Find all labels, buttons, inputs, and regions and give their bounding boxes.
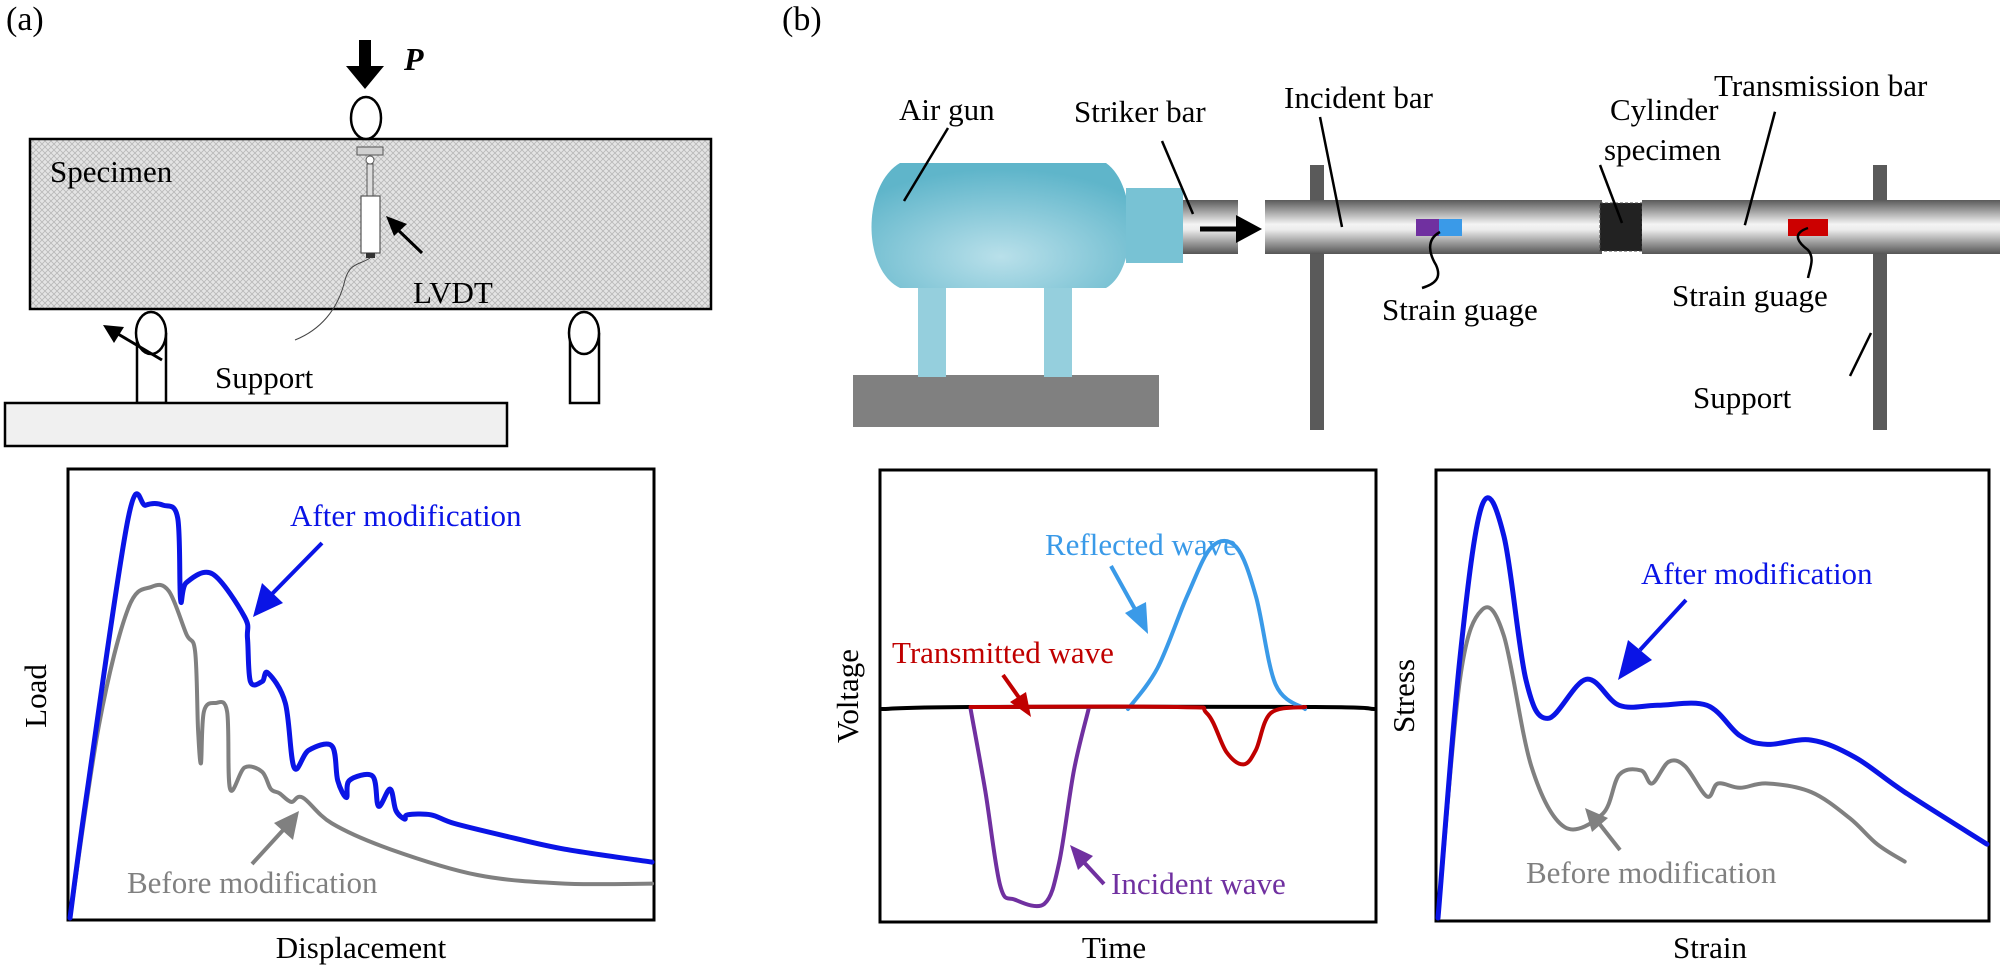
air-gun-leg	[1044, 285, 1072, 377]
annotation-before: Before modification	[1526, 855, 1777, 890]
arrow-after-icon	[1618, 640, 1652, 680]
load-symbol: P	[403, 41, 424, 77]
annotation-reflected: Reflected wave	[1045, 527, 1237, 562]
right-support	[567, 310, 601, 405]
arrow-before-icon	[1585, 808, 1608, 832]
arrow-reflected-icon	[1125, 602, 1148, 634]
lvdt-arrow-icon	[386, 216, 407, 236]
load-displacement-chart: Displacement Load After modification Bef…	[18, 467, 656, 965]
air-gun-body	[871, 163, 1130, 288]
y-axis-label: Stress	[1386, 659, 1421, 733]
series-line-incident-wave	[968, 707, 1091, 909]
chart-frame	[878, 468, 1378, 924]
air-gun-nozzle	[1126, 188, 1183, 263]
base-platform	[3, 401, 509, 448]
air-gun-leg	[918, 285, 946, 377]
support-label-b: Support	[1693, 380, 1792, 415]
y-axis-label: Load	[18, 664, 53, 728]
support-arrow-icon	[103, 325, 124, 343]
chart-frame	[1434, 468, 1991, 923]
lvdt-label: LVDT	[413, 275, 493, 310]
shpb-setup: Air gun Striker bar Incident bar Strain …	[853, 68, 2000, 430]
voltage-time-chart: Time Voltage Reflected wave Transmitted …	[830, 468, 1378, 965]
stress-strain-chart: Strain Stress After modification Before …	[1386, 468, 1991, 965]
cylinder-specimen	[1599, 202, 1643, 252]
lvdt-sensor	[294, 146, 384, 341]
left-support	[134, 310, 168, 405]
series-line-after-modification	[1435, 495, 1990, 921]
annotation-before: Before modification	[127, 865, 378, 900]
transmission-strain-gauge	[1788, 219, 1828, 236]
y-axis-label: Voltage	[830, 649, 865, 743]
air-gun-label: Air gun	[899, 92, 995, 127]
incident-strain-gauge	[1416, 219, 1439, 236]
series-line-reflected-wave	[1126, 538, 1308, 711]
annotation-after: After modification	[290, 498, 522, 533]
annotation-after: After modification	[1641, 556, 1873, 591]
support-label: Support	[215, 360, 314, 395]
loading-roller	[349, 95, 383, 141]
arrow-transmitted-icon	[1010, 692, 1031, 717]
panel-a-label: (a)	[6, 1, 44, 38]
incident-bar-label: Incident bar	[1284, 80, 1434, 115]
load-arrow-icon	[346, 40, 384, 89]
incident-gauge-label: Strain guage	[1382, 292, 1538, 327]
series-line-before-modification	[1436, 605, 1907, 920]
transmission-gauge-label: Strain guage	[1672, 278, 1828, 313]
x-axis-label: Displacement	[276, 930, 447, 965]
impact-arrow-icon	[1236, 215, 1262, 243]
series-line-after-modification	[67, 491, 655, 921]
x-axis-label: Time	[1082, 930, 1146, 965]
striker-bar-label: Striker bar	[1074, 94, 1206, 129]
three-point-bending-setup: Specimen P LVDT Support	[3, 40, 713, 448]
arrow-before-icon	[274, 811, 299, 840]
incident-strain-gauge	[1439, 219, 1462, 236]
arrow-after-icon	[253, 583, 283, 617]
series-line-before-modification	[68, 582, 654, 920]
panel-b-label: (b)	[782, 1, 822, 38]
cylinder-label-line1: Cylinder	[1610, 92, 1719, 127]
cylinder-label-line2: specimen	[1604, 132, 1722, 167]
x-axis-label: Strain	[1673, 930, 1748, 965]
series-line-transmitted-wave	[968, 704, 1308, 767]
air-gun-base	[853, 375, 1159, 427]
chart-frame	[66, 467, 656, 922]
specimen-label: Specimen	[50, 154, 173, 189]
transmission-bar-label: Transmission bar	[1714, 68, 1928, 103]
annotation-incident: Incident wave	[1111, 866, 1286, 901]
arrow-incident-icon	[1070, 845, 1093, 870]
lvdt-cable	[294, 257, 371, 341]
annotation-transmitted: Transmitted wave	[892, 635, 1114, 670]
